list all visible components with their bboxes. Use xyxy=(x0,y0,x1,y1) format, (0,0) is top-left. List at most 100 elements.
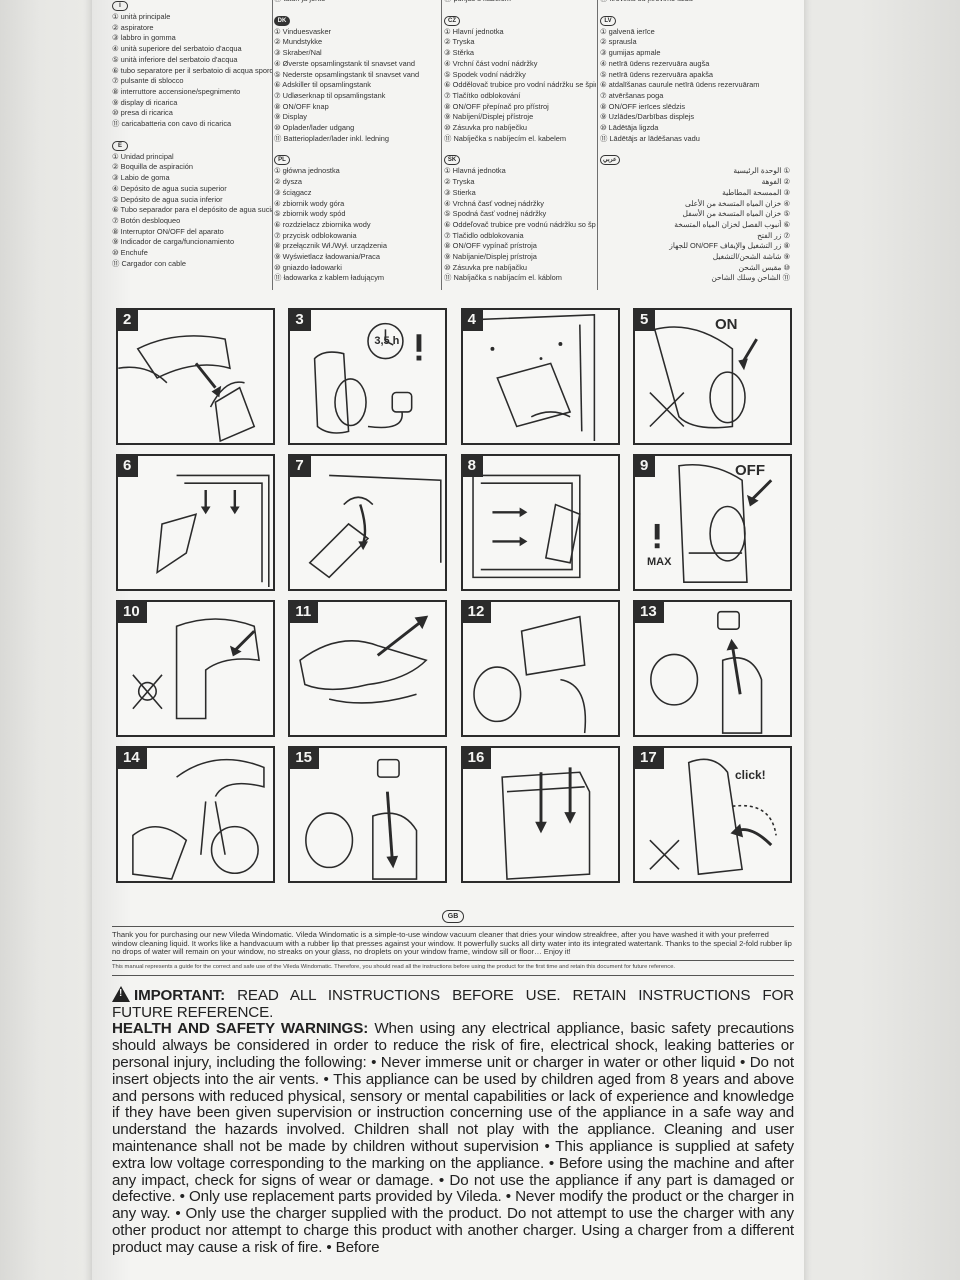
step-panel: 2 xyxy=(116,308,275,445)
language-badge: LV xyxy=(600,15,616,26)
part-item: ⑪ الشاحن وسلك الشاحن xyxy=(711,273,790,283)
part-item: ⑪ Nabíjačka s nabíjacím el. káblom xyxy=(444,273,562,283)
part-item: ⑦ زر الفتح xyxy=(757,230,790,240)
part-item: ⑤ Depósito de agua sucia inferior xyxy=(112,194,223,204)
step-panel: 13 xyxy=(632,600,792,737)
max-label: MAX xyxy=(646,556,672,568)
part-item: ⑦ Tlačidlo odblokovania xyxy=(444,230,524,240)
lang-column-4: ⑪ kroviklis su įkrovimo laiduLV① galvenā… xyxy=(600,0,790,290)
part-item: ⑧ زر التشغيل والإيقاف ON/OFF للجهاز xyxy=(669,241,790,251)
rinse-tap-illustration xyxy=(132,758,265,880)
manual-note: This manual represents a guide for the c… xyxy=(112,961,794,976)
important-heading: IMPORTANT: xyxy=(134,986,226,1004)
part-item: ① główna jednostka xyxy=(274,166,340,176)
part-item: ② aspiratore xyxy=(112,22,154,32)
part-item: ③ Stierka xyxy=(444,187,476,197)
part-item: ⑩ Lādētāja ligzda xyxy=(600,123,659,133)
part-item: ② الفوهة xyxy=(761,177,790,187)
part-item: ⑩ presa di ricarica xyxy=(112,108,173,118)
part-item: ③ Labio de goma xyxy=(112,173,170,183)
english-section: GB Thank you for purchasing our new Vile… xyxy=(112,910,794,1257)
parts-list: ⑪ laturi ja johto xyxy=(274,0,440,5)
open-tank-illustration xyxy=(472,615,586,734)
part-item: ⑩ Zásuvka pre nabíjačku xyxy=(444,262,528,272)
part-item: ④ Depósito de agua sucia superior xyxy=(112,183,227,193)
step-number: 7 xyxy=(290,456,311,477)
step-panel: 4 xyxy=(460,308,620,445)
lang-block: ⑪ punjač s kabelom xyxy=(444,0,596,5)
part-item: ⑪ ładowarka z kablem ładującym xyxy=(274,273,385,283)
column-divider xyxy=(441,0,442,290)
step-panel: 12 xyxy=(460,600,620,737)
part-item: ② Mundstykke xyxy=(274,37,323,47)
step-number: 12 xyxy=(462,602,492,623)
gb-language-badge: GB xyxy=(442,910,464,923)
lift-separator-illustration xyxy=(650,610,763,734)
language-badge: عربي xyxy=(600,155,620,166)
step-panel: 17 click! xyxy=(632,746,792,883)
step-row: 14 15 xyxy=(116,746,792,883)
part-item: ⑥ أنبوب الفصل لخزان المياه المتسخة xyxy=(674,219,790,229)
part-item: ⑨ Uzlādes/Darbības displejs xyxy=(600,112,695,122)
step-panel: 3 3,5 h xyxy=(288,308,448,445)
part-item: ⑩ Zásuvka pro nabíječku xyxy=(444,123,528,133)
warning-icon xyxy=(112,985,130,1002)
part-item: ⑨ شاشة الشحن/التشغيل xyxy=(712,252,790,262)
part-item: ② dysza xyxy=(274,177,302,187)
part-item: ⑪ Lādētājs ar lādēšanas vadu xyxy=(600,133,700,143)
part-item: ④ unità superiore del serbatoio d'acqua xyxy=(112,44,242,54)
part-item: ④ Vrchná časť vodnej nádržky xyxy=(444,198,544,208)
part-item: ① unità principale xyxy=(112,12,171,21)
step-panel: 15 xyxy=(288,746,448,883)
vacuum-horizontal-illustration xyxy=(471,474,581,579)
step-panel: 8 xyxy=(460,454,620,591)
part-item: ⑪ caricabatteria con cavo di ricarica xyxy=(112,119,232,129)
step-panel: 16 xyxy=(460,746,620,883)
part-item: ① الوحدة الرئيسية xyxy=(733,166,790,176)
part-item: ⑤ Spodná časť vodnej nádržky xyxy=(444,209,547,219)
step-number: 16 xyxy=(462,748,492,769)
vacuum-top-down-illustration xyxy=(156,474,270,588)
part-item: ⑤ zbiornik wody spód xyxy=(274,209,346,219)
step-number: 14 xyxy=(118,748,147,769)
language-badge: PL xyxy=(274,155,290,166)
part-item: ⑨ Indicador de carga/funcionamiento xyxy=(112,237,235,247)
part-item: ① Hlavní jednotka xyxy=(444,26,504,36)
charge-illustration xyxy=(314,322,422,434)
column-divider xyxy=(272,0,273,290)
part-item: ⑥ Tubo separador para el depósito de agu… xyxy=(112,205,272,215)
step-panel: 9 OFF MAX xyxy=(632,454,792,591)
safety-body: When using any electrical appliance, bas… xyxy=(112,1020,794,1256)
close-tank-illustration xyxy=(500,767,590,880)
part-item: ② Tryska xyxy=(444,37,475,47)
part-item: ④ خزان المياه المتسخة من الأعلى xyxy=(685,198,790,208)
part-item: ⑩ gniazdo ładowarki xyxy=(274,262,342,272)
language-badge: CZ xyxy=(444,15,460,26)
step-number: 6 xyxy=(118,456,139,477)
part-item: ③ Stěrka xyxy=(444,48,475,58)
step-panel: 14 xyxy=(116,746,275,883)
step-row: 10 11 xyxy=(116,600,792,737)
part-item: ⑪ Cargador con cable xyxy=(112,258,186,268)
part-item: ⑥ atdalīšanas caurule netīrā ūdens rezer… xyxy=(600,80,760,90)
language-badge: SK xyxy=(444,155,460,166)
part-item: ⑥ tubo separatore per il serbatoio di ac… xyxy=(112,65,272,75)
unlock-tank-illustration xyxy=(132,618,261,720)
part-item: ⑨ Display xyxy=(274,112,307,122)
part-item: ⑪ punjač s kabelom xyxy=(444,0,596,5)
language-badge: I xyxy=(112,1,128,11)
step-number: 10 xyxy=(118,602,147,623)
